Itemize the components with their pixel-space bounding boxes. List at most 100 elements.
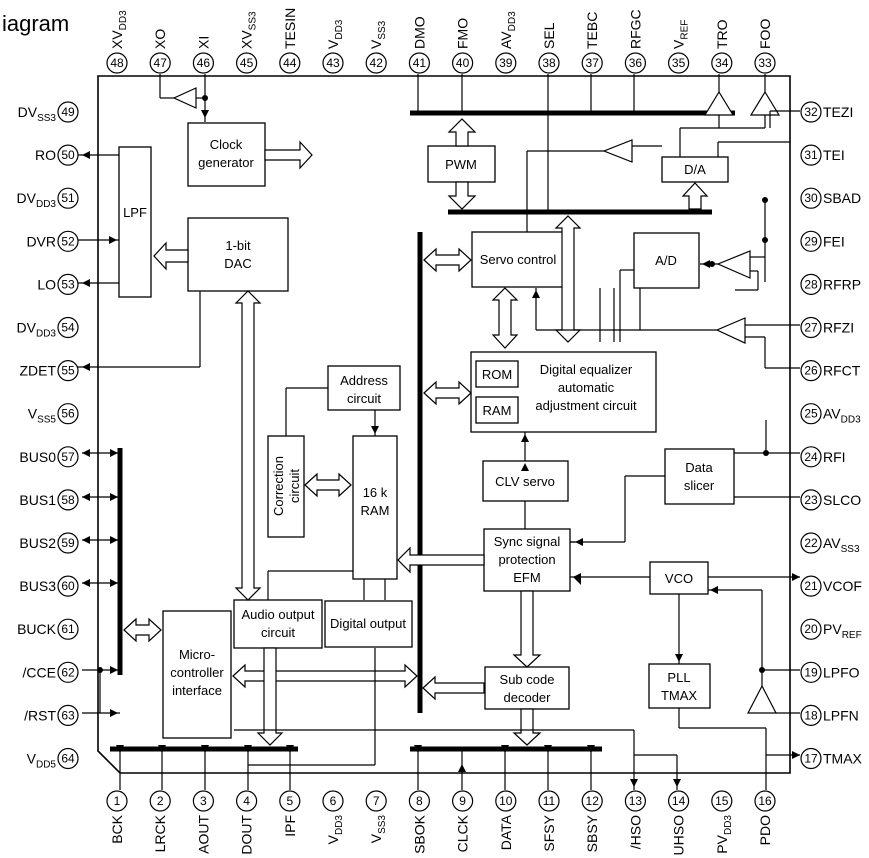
svg-text:Micro-: Micro- [179, 647, 215, 662]
pin-name: LRCK [152, 814, 168, 852]
pll-tmax-block: PLL TMAX [648, 663, 711, 709]
pin-number: 3 [200, 794, 207, 808]
svg-text:Address: Address [340, 373, 388, 388]
svg-text:automatic: automatic [558, 380, 615, 395]
correction-ram-arrow [304, 472, 352, 498]
pin-number: 61 [61, 622, 75, 636]
pin-number: 32 [804, 105, 818, 119]
chip-outline [97, 75, 791, 774]
pin-name: PVREF [823, 621, 862, 641]
svg-text:D/A: D/A [684, 162, 706, 177]
pin-number: 51 [61, 191, 75, 205]
svg-text:ROM: ROM [482, 367, 512, 382]
svg-text:Clock: Clock [210, 137, 243, 152]
pin-number: 59 [61, 536, 75, 550]
pin-number: 52 [61, 234, 75, 248]
correction-circuit-block: Correction circuit [267, 435, 305, 538]
pin-number: 35 [672, 56, 686, 70]
pin-number: 12 [586, 794, 600, 808]
vco-block: VCO [649, 561, 709, 595]
pin-number: 33 [758, 56, 772, 70]
pin-name: ZDET [19, 363, 56, 379]
pin-number: 62 [61, 665, 75, 679]
pin-name: DOUT [239, 815, 255, 855]
pin-name: FEI [823, 233, 845, 249]
pin-number: 21 [804, 579, 818, 593]
pin-name: XVSS3 [239, 11, 259, 49]
pin-name: /HSO [627, 815, 643, 849]
da-opamp [602, 139, 633, 163]
pin-number: 53 [61, 277, 75, 291]
svg-text:CLV servo: CLV servo [495, 474, 555, 489]
pin-name: VDD5 [27, 751, 57, 771]
pin-name: VCOF [823, 578, 862, 594]
svg-text:interface: interface [172, 683, 222, 698]
dac-audio-arrow [234, 290, 262, 601]
pin-number: 13 [629, 794, 643, 808]
pin-name: RFGC [627, 9, 643, 49]
subcode-bottom-arrow [512, 708, 542, 746]
pin-name: PDO [757, 815, 773, 845]
svg-text:PLL: PLL [667, 670, 690, 685]
pin-number: 26 [804, 364, 818, 378]
pin-number: 36 [629, 56, 643, 70]
pin-name: UHSO [671, 815, 687, 856]
pin-name: DVSS3 [18, 104, 57, 124]
svg-text:Correction: Correction [271, 456, 286, 516]
svg-text:Servo control: Servo control [480, 252, 557, 267]
svg-text:16 k: 16 k [363, 485, 388, 500]
pin-group: 48XVDD347XO46XI45XVSS344TESIN43VDD342VSS… [17, 8, 863, 856]
pin-number: 30 [804, 191, 818, 205]
micro-bus-arrow [123, 617, 162, 643]
pin-13-hso: 13/HSO [624, 790, 647, 849]
svg-text:circuit: circuit [261, 625, 295, 640]
svg-text:Sub code: Sub code [500, 672, 555, 687]
pin-number: 54 [61, 321, 75, 335]
pin-number: 50 [61, 148, 75, 162]
audio-output-block: Audio output circuit [233, 599, 323, 649]
pin-number: 6 [330, 794, 337, 808]
svg-text:protection: protection [498, 552, 555, 567]
pin-number: 2 [157, 794, 164, 808]
pin-number: 64 [61, 752, 75, 766]
svg-text:RAM: RAM [483, 403, 512, 418]
pin-name: TMAX [823, 751, 863, 767]
svg-text:RAM: RAM [361, 503, 390, 518]
arrowheads [82, 110, 800, 787]
svg-text:LPF: LPF [123, 205, 147, 220]
pin-name: RFI [823, 449, 846, 465]
pin-name: BUS0 [19, 449, 56, 465]
pin-number: 24 [804, 450, 818, 464]
pin-number: 4 [243, 794, 250, 808]
pin-number: 43 [326, 56, 340, 70]
pin-number: 55 [61, 364, 75, 378]
pin-55-zdet: 55 ZDET [19, 360, 79, 382]
pin-number: 11 [543, 794, 556, 808]
